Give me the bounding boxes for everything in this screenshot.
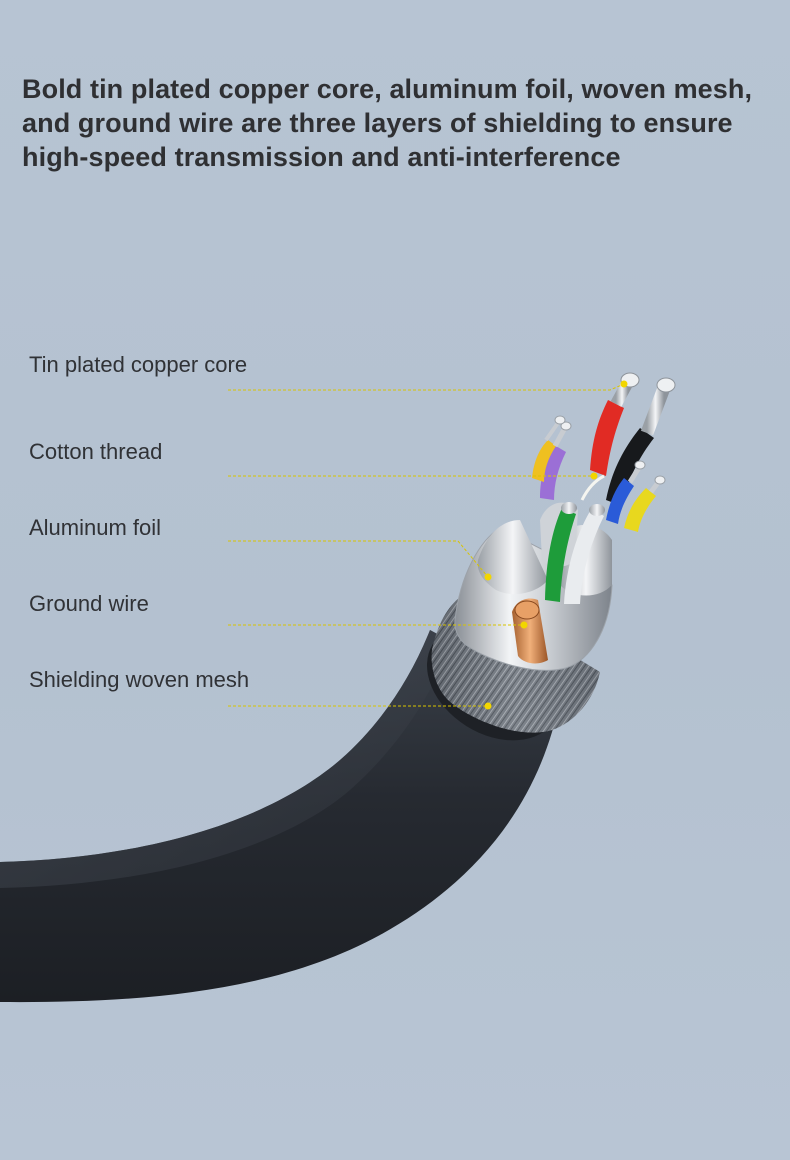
leader-line-tin-plated-copper-core — [228, 383, 625, 391]
callout-label-cotton-thread: Cotton thread — [29, 439, 163, 464]
headline-line: Bold tin plated copper core, aluminum fo… — [22, 74, 753, 104]
headline-line: high-speed transmission and anti-interfe… — [22, 142, 621, 172]
callout-dot — [590, 472, 598, 480]
callout-label-tin-plated-copper-core: Tin plated copper core — [29, 352, 248, 377]
callout-label-aluminum-foil: Aluminum foil — [29, 515, 162, 540]
callout-leader-lines — [228, 383, 625, 707]
callout-dot — [620, 380, 628, 388]
callout-label-shielding-woven-mesh: Shielding woven mesh — [29, 667, 250, 692]
callout-dot — [484, 702, 492, 710]
callout-label-ground-wire: Ground wire — [29, 591, 149, 616]
leader-line-aluminum-foil — [228, 540, 489, 578]
callout-dots — [484, 380, 628, 710]
cotton-thread — [580, 474, 605, 501]
page-headline: Bold tin plated copper core, aluminum fo… — [22, 72, 782, 174]
callout-dot — [520, 621, 528, 629]
headline-line: and ground wire are three layers of shie… — [22, 108, 733, 138]
callout-dot — [484, 573, 492, 581]
